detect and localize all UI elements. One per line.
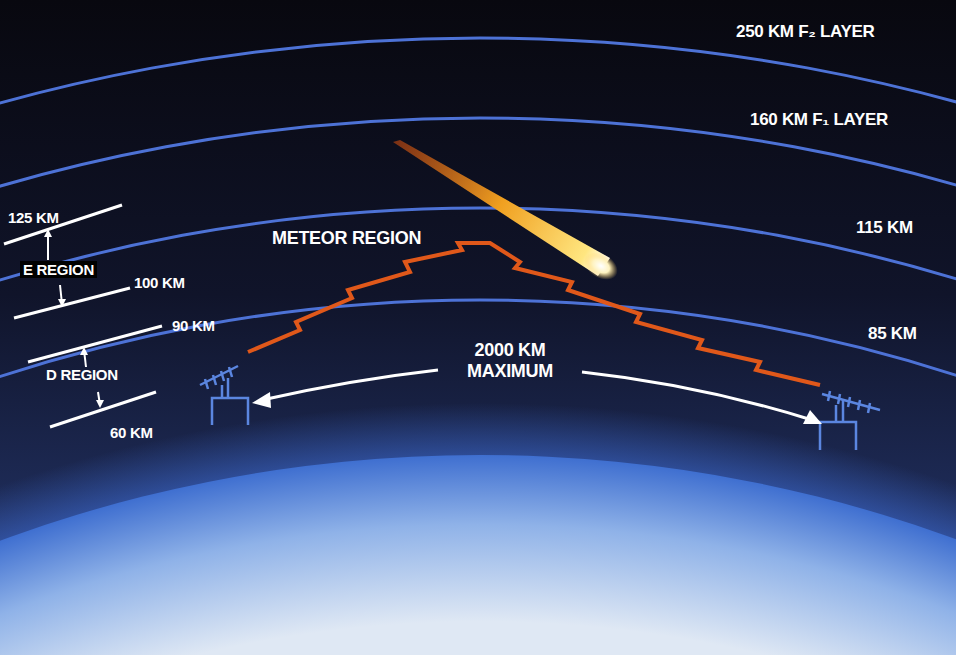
altitude-label: 100 KM bbox=[134, 274, 185, 291]
altitude-label: 85 KM bbox=[868, 324, 917, 344]
altitude-label: 90 KM bbox=[172, 317, 215, 334]
altitude-label: 60 KM bbox=[110, 424, 153, 441]
layer-label: 250 KM F₂ LAYER bbox=[736, 22, 874, 42]
region-label: D REGION bbox=[46, 366, 118, 383]
distance-label: 2000 KM MAXIMUM bbox=[450, 340, 570, 381]
layer-label: 160 KM F₁ LAYER bbox=[750, 110, 888, 130]
altitude-label: 125 KM bbox=[8, 209, 59, 226]
region-label: E REGION bbox=[20, 261, 97, 278]
region-label: METEOR REGION bbox=[272, 228, 421, 249]
altitude-label: 115 KM bbox=[856, 218, 913, 238]
